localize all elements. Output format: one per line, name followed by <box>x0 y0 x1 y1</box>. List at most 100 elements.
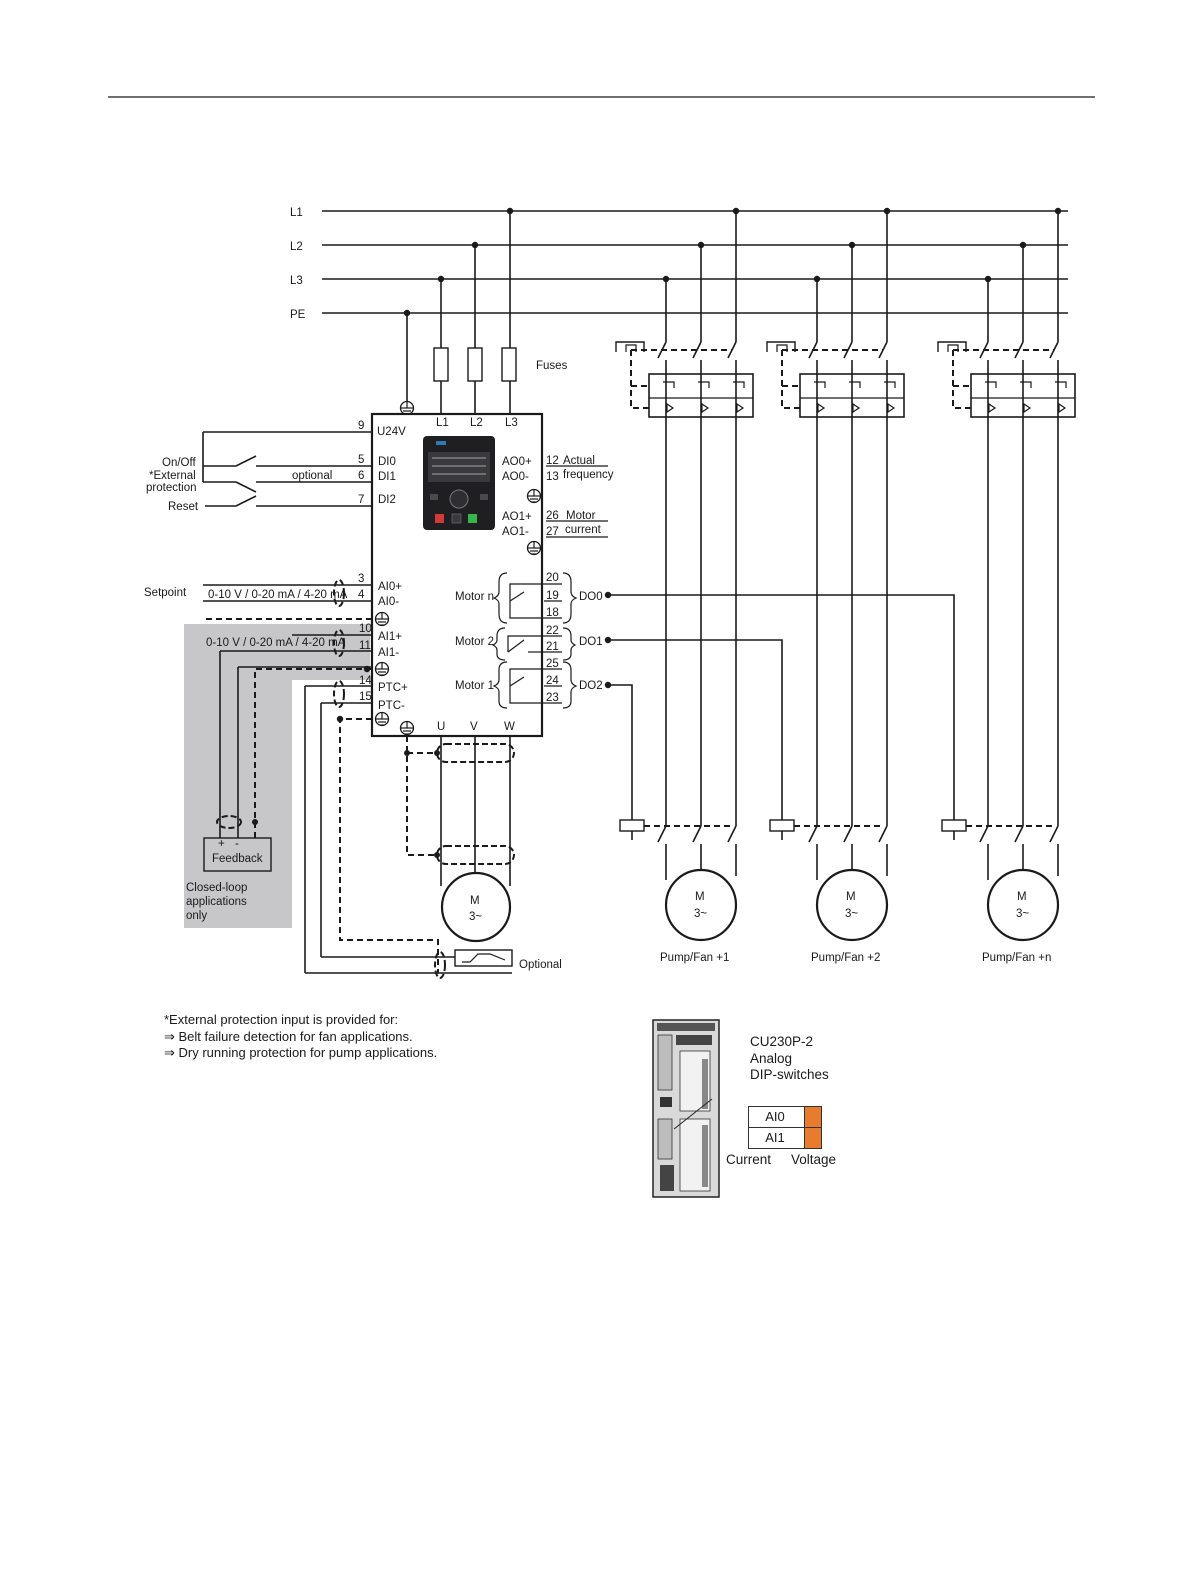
fuses-label: Fuses <box>536 360 568 372</box>
pump-motor <box>664 868 738 942</box>
ptc-wiring: Optional <box>304 680 562 979</box>
dip-switch-ai1[interactable]: AI1 <box>748 1127 822 1149</box>
contactor-coil <box>619 819 645 832</box>
term-no-19: 19 <box>546 590 559 602</box>
motor-output-wiring: M 3~ <box>404 736 515 943</box>
label-range-ai0: 0-10 V / 0-20 mA / 4-20 mA <box>208 589 348 601</box>
bus-label-l3: L3 <box>290 275 303 287</box>
term-no-13: 13 <box>546 471 559 483</box>
terminal-numbers-left: 9 5 6 7 3 4 10 11 14 15 <box>358 420 372 703</box>
motor-protection-breaker <box>970 373 1076 418</box>
term-ao1p: AO1+ <box>502 511 532 523</box>
label-actual: Actual <box>563 455 595 467</box>
term-no-24: 24 <box>546 675 559 687</box>
inverter-labels: L1 L2 L3 U24V DI0 DI1 DI2 AI0+ AI0- AI1+… <box>377 417 532 733</box>
dip-caption-line1: CU230P-2 <box>750 1034 814 1049</box>
pe-ground-icon <box>399 400 415 416</box>
term-ai1p: AI1+ <box>378 631 402 643</box>
start-button-icon <box>468 514 477 523</box>
ground-icons <box>374 488 542 736</box>
analog-output-labels: 12 Actual 13 frequency 26 Motor 27 curre… <box>546 455 614 538</box>
term-no-9: 9 <box>358 420 364 432</box>
label-do1: DO1 <box>579 636 603 648</box>
term-ai0m: AI0- <box>378 596 399 608</box>
dip-current-label: Current <box>726 1152 772 1167</box>
dip-caption-line2: Analog <box>750 1050 793 1066</box>
main-motor-m: M <box>470 895 480 907</box>
term-no-5: 5 <box>358 454 364 466</box>
dip-switch-ai0-label: AI0 <box>765 1109 785 1124</box>
stop-button-icon <box>435 514 444 523</box>
label-do2: DO2 <box>579 680 603 692</box>
bus-label-l2: L2 <box>290 241 303 253</box>
bus-label-l1: L1 <box>290 207 303 219</box>
label-setpoint: Setpoint <box>144 587 187 599</box>
main-motor <box>440 871 512 943</box>
feedback-box <box>203 837 272 872</box>
footnote: *External protection input is provided f… <box>164 1012 437 1062</box>
fuse-l1 <box>433 347 449 382</box>
inv-in-l3: L3 <box>505 417 518 429</box>
term-di2: DI2 <box>378 494 396 506</box>
term-no-14: 14 <box>359 675 372 687</box>
label-do0: DO0 <box>579 591 603 603</box>
term-u: U <box>437 721 445 733</box>
pump-group-2: M3~Pump/Fan +2 <box>766 207 905 964</box>
dip-voltage-label: Voltage <box>791 1152 837 1167</box>
pump-label: Pump/Fan +n <box>982 952 1051 964</box>
term-no-22: 22 <box>546 625 559 637</box>
dip-caption-line3: DIP-switches <box>750 1067 829 1082</box>
label-external: *External <box>149 470 196 482</box>
control-unit-illustration <box>652 1019 720 1198</box>
label-frequency: frequency <box>563 469 614 481</box>
fuse-l2 <box>467 347 483 382</box>
term-no-15: 15 <box>359 691 372 703</box>
dip-caption: CU230P-2 Analog DIP-switches <box>750 1034 829 1084</box>
pump-motor <box>815 868 889 942</box>
fuse-l3 <box>501 347 517 382</box>
digital-input-wiring: On/Off *External protection Reset option… <box>146 431 372 513</box>
closed-loop-line2: applications <box>186 896 247 908</box>
feedback-label: Feedback <box>212 853 263 865</box>
term-ao1m: AO1- <box>502 526 529 538</box>
closed-loop-line1: Closed-loop <box>186 882 247 894</box>
footnote-item-2: ⇒ Dry running protection for pump applic… <box>164 1045 438 1060</box>
term-no-4: 4 <box>358 589 365 601</box>
motor-protection-breaker <box>799 373 905 418</box>
term-ai0p: AI0+ <box>378 581 402 593</box>
footnote-item-1: ⇒ Belt failure detection for fan applica… <box>164 1028 413 1044</box>
label-optional-input: optional <box>292 470 332 482</box>
term-ao0m: AO0- <box>502 471 529 483</box>
inv-in-l1: L1 <box>436 417 449 429</box>
term-no-10: 10 <box>359 623 372 635</box>
dip-switch-ai1-knob <box>804 1128 821 1148</box>
label-protection: protection <box>146 482 197 494</box>
dip-switch-ai0[interactable]: AI0 <box>748 1106 822 1128</box>
term-di0: DI0 <box>378 456 396 468</box>
pump-group-3: M3~Pump/Fan +n <box>937 207 1076 964</box>
pump-group-1: M3~Pump/Fan +1 <box>615 207 754 964</box>
label-current: current <box>565 524 602 536</box>
relay-outputs: 20 19 18 22 21 25 24 23 DO0 DO1 DO2 <box>491 572 955 820</box>
term-u24v: U24V <box>377 426 406 438</box>
label-ptc-optional: Optional <box>519 959 562 971</box>
relay-label-motor-n: Motor n <box>455 591 494 603</box>
pump-motor-phase: 3~ <box>694 908 707 920</box>
pump-motor-phase: 3~ <box>1016 908 1029 920</box>
closed-loop-line3: only <box>186 910 207 922</box>
supply-bus: L1 L2 L3 PE <box>290 207 1068 321</box>
term-ao0p: AO0+ <box>502 456 532 468</box>
term-no-23: 23 <box>546 692 559 704</box>
pump-label: Pump/Fan +2 <box>811 952 880 964</box>
contactor-coil <box>941 819 967 832</box>
term-v: V <box>470 721 478 733</box>
term-w: W <box>504 721 515 733</box>
term-no-20: 20 <box>546 572 559 584</box>
operator-panel <box>423 436 495 530</box>
term-no-7: 7 <box>358 494 364 506</box>
dip-switch-ai1-label: AI1 <box>765 1130 785 1145</box>
closed-loop-area <box>184 624 370 928</box>
feedback-minus: - <box>235 838 239 850</box>
label-reset: Reset <box>168 501 199 513</box>
